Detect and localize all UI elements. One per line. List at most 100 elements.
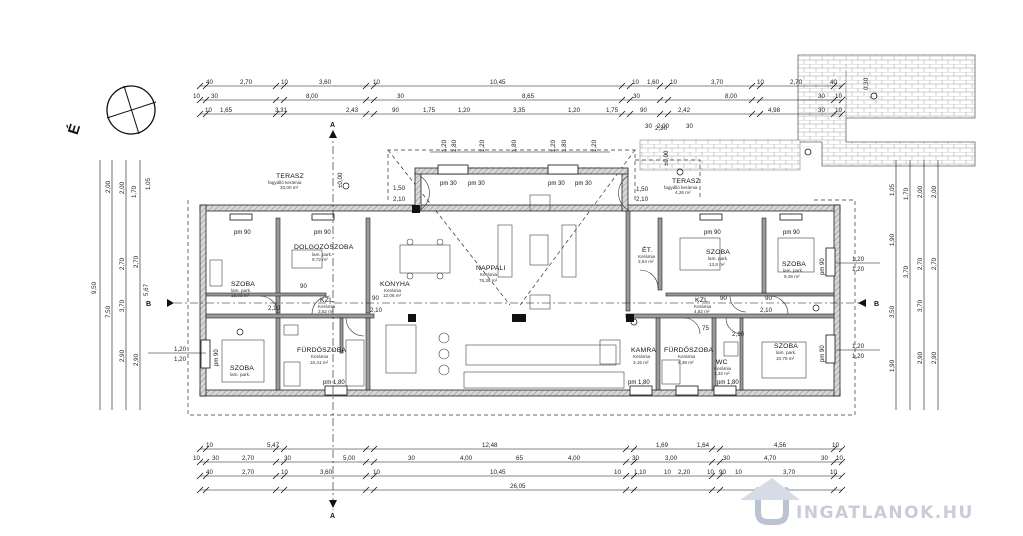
room-floor: Kerámia bbox=[311, 354, 329, 359]
bottom-dim-text: 65 bbox=[516, 455, 523, 462]
level-mark: ±0,00 bbox=[337, 172, 344, 188]
dimension-tick bbox=[272, 110, 280, 118]
room-floor: Kerámia bbox=[678, 354, 696, 359]
room-floor: lam. park. bbox=[231, 288, 251, 293]
window-dim: 1,80 bbox=[561, 139, 568, 152]
watermark: INGATLANOK.HU bbox=[740, 478, 974, 525]
room-area: 18,03 m² bbox=[231, 293, 250, 298]
level-marker-icon bbox=[676, 168, 684, 176]
bottom-dim-text: 2,70 bbox=[242, 469, 255, 476]
top-dim-text: 1,75 bbox=[606, 107, 619, 114]
top-dim-text: 3,60 bbox=[319, 79, 332, 86]
right-dim-text: 1,70 bbox=[903, 187, 910, 200]
top-dim-text: 3,70 bbox=[711, 79, 724, 86]
dimension-tick bbox=[622, 472, 630, 480]
dimension-tick bbox=[196, 110, 204, 118]
bottom-dim-text: 30 bbox=[212, 455, 219, 462]
room-name: KAMRA bbox=[631, 347, 656, 354]
window-label: pm 1,80 bbox=[717, 380, 739, 386]
dimension-tick bbox=[280, 82, 288, 90]
level-marker-icon bbox=[804, 148, 812, 156]
room-konyha: KONYHA Kerámia 12,06 m² bbox=[380, 281, 410, 298]
window-labels: pm 90 pm 90 pm 30 pm 30 pm 30 pm 30 pm 9… bbox=[214, 181, 826, 386]
room-kzl-left: KZL. Kerámia 3,52 m² bbox=[318, 297, 336, 314]
top-dim-text: 40 bbox=[830, 79, 837, 86]
dimension-tick bbox=[622, 458, 630, 466]
dimension-tick bbox=[370, 486, 378, 494]
bottom-dim-text: 10 bbox=[832, 442, 839, 449]
dimension-tick bbox=[202, 458, 210, 466]
dimension-tick bbox=[202, 110, 210, 118]
bottom-dim-text: 30 bbox=[408, 455, 415, 462]
level-marker-icon bbox=[812, 304, 820, 312]
room-furdo-right: FÜRDŐSZOBA Kerámia 6,38 m² bbox=[664, 345, 713, 365]
room-name: KONYHA bbox=[380, 281, 410, 288]
dimension-tick bbox=[370, 82, 378, 90]
room-floor: Kerámia bbox=[714, 366, 732, 371]
dimension-tick bbox=[280, 96, 288, 104]
dimension-tick bbox=[196, 96, 204, 104]
right-dim-text: 1,05 bbox=[889, 183, 896, 196]
dimension-tick bbox=[362, 486, 370, 494]
room-area: 12,06 m² bbox=[383, 293, 402, 298]
window-label: pm 30 bbox=[468, 181, 485, 187]
bottom-dim-text: 5,47 bbox=[267, 442, 280, 449]
window-label: pm 90 bbox=[820, 258, 826, 275]
left-dimension-text: 9,50 7,50 5,67 2,00 2,00 1,70 1,05 2,70 … bbox=[91, 177, 187, 366]
dimension-tick bbox=[202, 486, 210, 494]
left-dim-text: 3,70 bbox=[119, 299, 126, 312]
room-area: 33,00 m² bbox=[280, 185, 299, 190]
dimension-tick bbox=[756, 82, 764, 90]
room-et: ÉT. Kerámia 3,64 m² bbox=[638, 245, 656, 264]
section-label: A bbox=[330, 122, 335, 129]
door-labels: 90 90 2,10 2,10 1,50 2,10 1,50 2,10 90 2… bbox=[268, 150, 773, 338]
room-floor: Kerámia bbox=[384, 288, 402, 293]
bottom-dim-text: 10 bbox=[830, 469, 837, 476]
top-dim-text: 10 bbox=[193, 93, 200, 100]
room-area: 10,41 m² bbox=[310, 360, 329, 365]
top-dim-text: 2,42 bbox=[678, 107, 691, 114]
dimension-tick bbox=[656, 110, 664, 118]
bottom-dimension-row-2: 10 30 2,70 30 5,00 30 4,00 65 4,00 30 3,… bbox=[193, 455, 843, 462]
room-area: 1,32 m² bbox=[714, 371, 730, 376]
window-label: pm 90 bbox=[783, 230, 800, 236]
small-dim: 2,30 bbox=[655, 125, 668, 132]
left-dim-text: 9,50 bbox=[91, 281, 98, 294]
door-dim: 90 bbox=[720, 295, 727, 302]
left-dim-text: 7,50 bbox=[105, 305, 112, 318]
bottom-dim-text: 5,00 bbox=[343, 455, 356, 462]
room-area: 10,75 m² bbox=[776, 356, 795, 361]
top-dim-text: 10,45 bbox=[490, 79, 506, 86]
top-dim-text: 8,65 bbox=[522, 93, 535, 100]
room-szoba-bottom-right: SZOBA lam. park. 10,75 m² bbox=[774, 343, 798, 361]
bottom-dim-text: 1,10 bbox=[634, 469, 647, 476]
door-dim: 2,10 bbox=[760, 307, 773, 314]
top-dim-text: 10 bbox=[373, 79, 380, 86]
room-szoba-right-middle: SZOBA lam. park. 13,8 m² bbox=[706, 249, 730, 267]
room-name: FÜRDŐSZOBA bbox=[664, 345, 713, 354]
dimension-tick bbox=[618, 96, 626, 104]
dimension-tick bbox=[280, 458, 288, 466]
dimension-tick bbox=[626, 82, 634, 90]
window-dim: 1,80 bbox=[451, 139, 458, 152]
dimension-tick bbox=[626, 110, 634, 118]
dimension-tick bbox=[838, 458, 846, 466]
dimension-tick bbox=[708, 445, 716, 453]
dimension-tick bbox=[272, 96, 280, 104]
dimension-tick bbox=[362, 472, 370, 480]
right-dim-text: 2,70 bbox=[931, 257, 938, 270]
dimension-tick bbox=[748, 110, 756, 118]
dimension-tick bbox=[272, 458, 280, 466]
window-label: pm 90 bbox=[704, 230, 721, 236]
section-label: A bbox=[330, 513, 335, 520]
dimension-tick bbox=[370, 458, 378, 466]
right-dim-text: 1,90 bbox=[889, 233, 896, 246]
watermark-text: INGATLANOK.HU bbox=[796, 503, 974, 523]
dimension-tick bbox=[362, 110, 370, 118]
bottom-dim-text: 90 bbox=[719, 469, 726, 476]
room-name: SZOBA bbox=[231, 281, 255, 288]
door-dim: 2,10 bbox=[268, 305, 281, 312]
dimension-tick bbox=[202, 472, 210, 480]
window-label: pm 90 bbox=[214, 349, 220, 366]
top-dimension-row-3: 10 1,65 3,31 2,43 90 1,75 1,20 3,35 1,20… bbox=[205, 107, 842, 114]
